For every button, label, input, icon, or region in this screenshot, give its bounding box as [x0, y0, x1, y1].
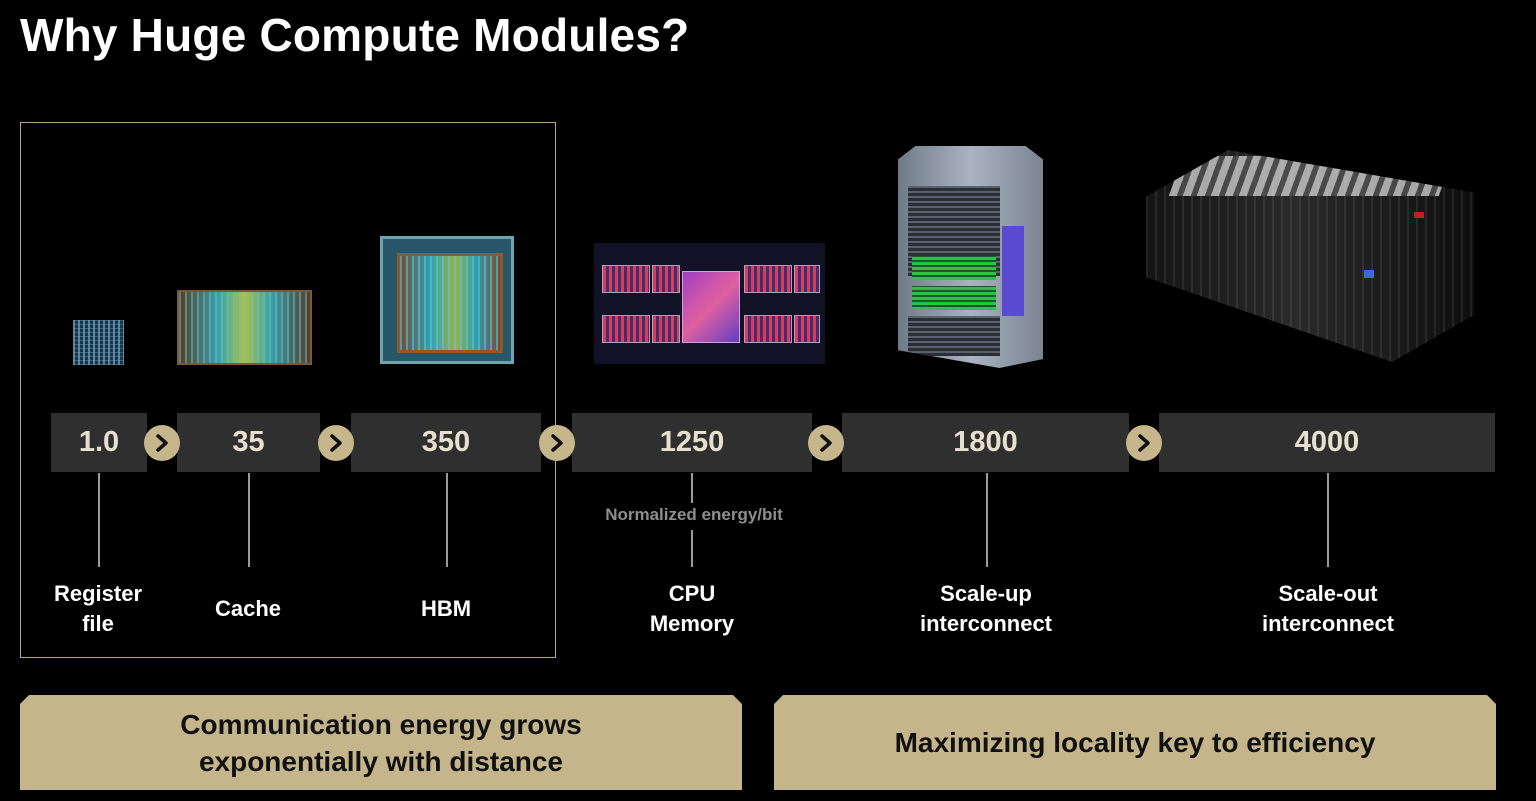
connector-line — [1327, 473, 1329, 567]
stage-label-hbm: HBM — [346, 594, 546, 624]
label-line: file — [82, 611, 114, 636]
value-text: 35 — [232, 426, 265, 458]
chevron-right-icon — [808, 425, 844, 461]
connector-line — [98, 473, 100, 567]
connector-line — [986, 473, 988, 567]
scale-up-rack-image — [898, 146, 1043, 368]
value-text: 1800 — [953, 426, 1018, 458]
label-line: CPU — [668, 581, 716, 606]
label-line: interconnect — [919, 611, 1053, 636]
banner-energy-grows: Communication energy grows exponentially… — [20, 695, 742, 790]
energy-value-cpu-memory: 1250 — [572, 413, 812, 472]
energy-value-cache: 35 — [177, 413, 320, 472]
value-text: 4000 — [1294, 426, 1360, 458]
connector-line — [248, 473, 250, 567]
stage-label-scale-up: Scale-up interconnect — [886, 579, 1086, 639]
connector-line — [691, 473, 693, 503]
energy-value-hbm: 350 — [351, 413, 541, 472]
chevron-right-icon — [144, 425, 180, 461]
cpu-package-image — [594, 243, 825, 364]
stage-label-scale-out: Scale-out interconnect — [1228, 579, 1428, 639]
register-file-die-image — [73, 320, 124, 365]
chevron-right-icon — [318, 425, 354, 461]
stage-label-cpu-memory: CPU Memory — [592, 579, 792, 639]
banner-line: Maximizing locality key to efficiency — [894, 727, 1376, 758]
chevron-right-icon — [1126, 425, 1162, 461]
connector-line — [691, 530, 693, 567]
value-text: 1.0 — [78, 426, 120, 458]
chevron-right-icon — [539, 425, 575, 461]
label-line: Register — [53, 581, 143, 606]
energy-value-scale-out: 4000 — [1159, 413, 1495, 472]
stage-label-register-file: Register file — [0, 579, 198, 639]
label-line: Scale-out — [1278, 581, 1378, 606]
value-text: 1250 — [659, 426, 725, 458]
label-line: Scale-up — [940, 581, 1032, 606]
axis-caption: Normalized energy/bit — [605, 505, 783, 524]
label-line: Cache — [214, 596, 282, 621]
on-package-group-frame — [20, 122, 556, 658]
banner-line: Communication energy grows — [180, 708, 582, 740]
energy-value-scale-up: 1800 — [842, 413, 1129, 472]
connector-line — [446, 473, 448, 567]
banner-locality: Maximizing locality key to efficiency — [774, 695, 1496, 790]
label-line: interconnect — [1261, 611, 1395, 636]
hbm-package-image — [380, 236, 514, 364]
stage-label-cache: Cache — [148, 594, 348, 624]
energy-value-register-file: 1.0 — [51, 413, 147, 472]
page-title: Why Huge Compute Modules? — [20, 9, 690, 61]
scale-out-datacenter-pod-image — [1146, 150, 1474, 362]
label-line: HBM — [420, 596, 472, 621]
value-text: 350 — [421, 426, 471, 458]
label-line: Memory — [649, 611, 735, 636]
banner-line: exponentially with distance — [198, 745, 564, 777]
cache-die-image — [177, 290, 312, 365]
